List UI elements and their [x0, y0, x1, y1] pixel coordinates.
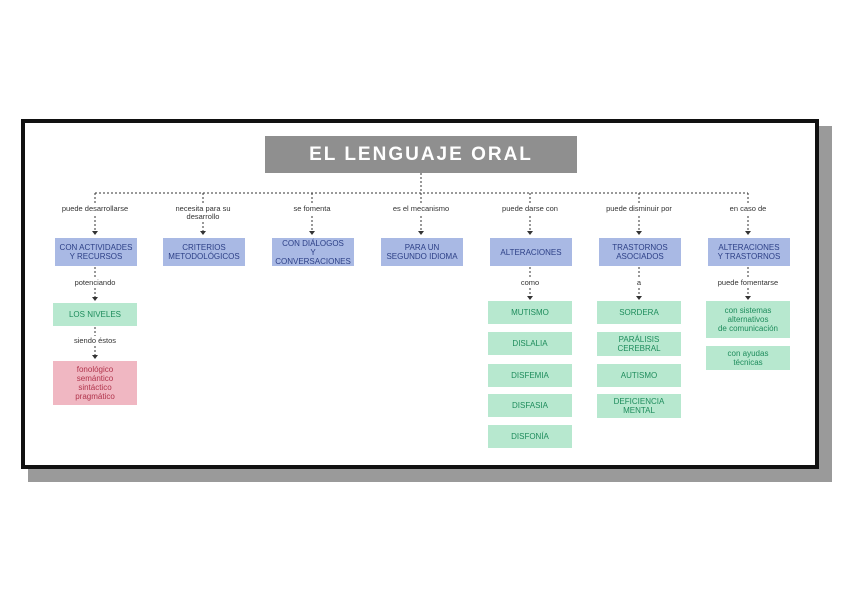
box-sordera: SORDERA: [597, 301, 681, 324]
connector-label-puede-fomentarse: puede fomentarse: [717, 278, 779, 287]
box-ayudas-tecnicas: con ayudas técnicas: [706, 346, 790, 370]
box-paralisis-cerebral: PARÁLISIS CEREBRAL: [597, 332, 681, 356]
box-autismo: AUTISMO: [597, 364, 681, 387]
connector-label-6: puede disminuir por: [606, 204, 672, 213]
box-trastornos-asociados: TRASTORNOS ASOCIADOS: [599, 238, 681, 266]
connector-label-siendo-estos: siendo éstos: [73, 336, 117, 345]
box-alteraciones-trastornos: ALTERACIONES Y TRASTORNOS: [708, 238, 790, 266]
box-disfasia: DISFASIA: [488, 394, 572, 417]
diagram-frame: [21, 119, 819, 469]
box-dislalia: DISLALIA: [488, 332, 572, 355]
connector-label-3: se fomenta: [293, 204, 331, 213]
box-los-niveles: LOS NIVELES: [53, 303, 137, 326]
connector-label-a: a: [636, 278, 642, 287]
connector-label-como: como: [520, 278, 540, 287]
connector-label-1: puede desarrollarse: [61, 204, 129, 213]
box-mutismo: MUTISMO: [488, 301, 572, 324]
box-disfemia: DISFEMIA: [488, 364, 572, 387]
box-dialogos-conversaciones: CON DIÁLOGOS Y CONVERSACIONES: [272, 238, 354, 266]
box-actividades-recursos: CON ACTIVIDADES Y RECURSOS: [55, 238, 137, 266]
box-disfonia: DISFONÍA: [488, 425, 572, 448]
box-segundo-idioma: PARA UN SEGUNDO IDIOMA: [381, 238, 463, 266]
connector-label-7: en caso de: [729, 204, 767, 213]
box-niveles-lista: fonológico semántico sintáctico pragmáti…: [53, 361, 137, 405]
connector-label-5: puede darse con: [502, 204, 558, 213]
box-alteraciones: ALTERACIONES: [490, 238, 572, 266]
box-sistemas-alternativos: con sistemas alternativos de comunicació…: [706, 301, 790, 338]
box-criterios-metodologicos: CRITERIOS METODOLÓGICOS: [163, 238, 245, 266]
connector-label-potenciando: potenciando: [74, 278, 116, 287]
diagram-title: EL LENGUAJE ORAL: [265, 136, 577, 173]
connector-label-4: es el mecanismo: [392, 204, 450, 213]
box-deficiencia-mental: DEFICIENCIA MENTAL: [597, 394, 681, 418]
connector-label-2: necesita para su desarrollo: [175, 204, 231, 221]
